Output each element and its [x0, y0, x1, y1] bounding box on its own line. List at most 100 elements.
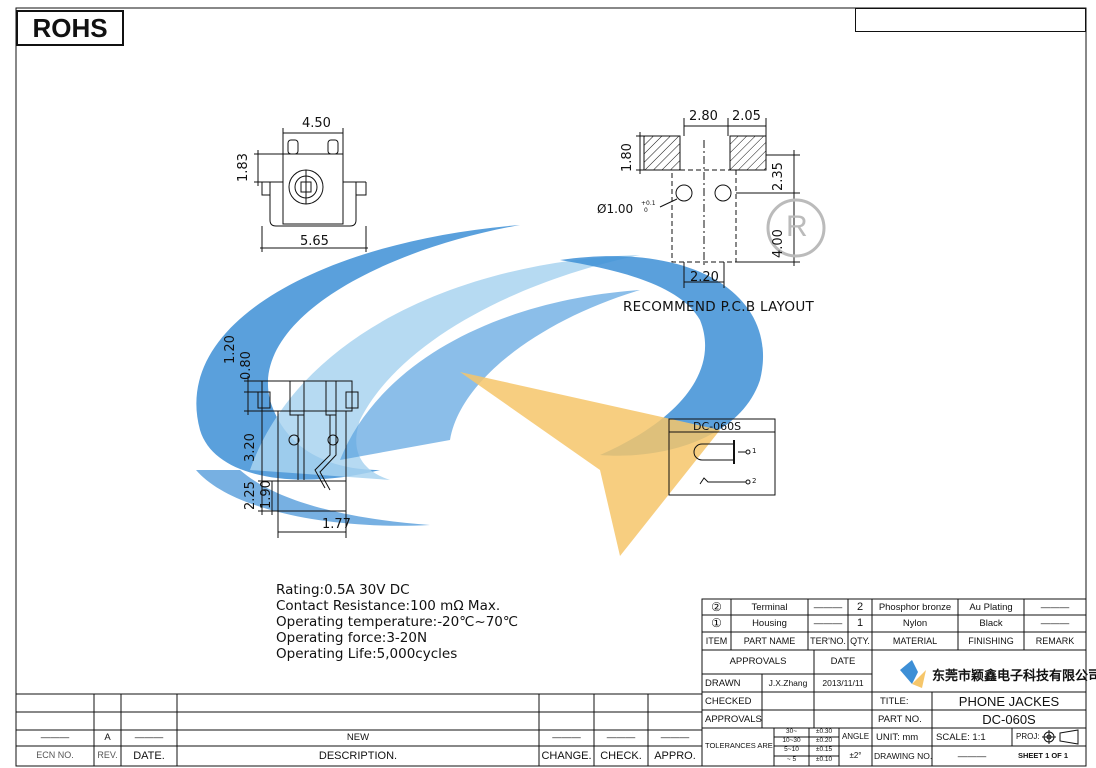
tb-tol-value: ±0.30 — [815, 728, 833, 735]
rev-header-change: CHANGE. — [541, 750, 592, 762]
tb-part-no-label: PART NO. — [878, 714, 922, 725]
rev-check: ——— — [606, 732, 636, 743]
rev-header-rev: REV. — [97, 750, 118, 760]
bom-header-remark: REMARK — [1035, 636, 1075, 646]
pcb-hole-label: Ø1.00 — [597, 202, 634, 216]
schematic-pin2: 2 — [752, 477, 757, 485]
tb-tol-range: ~ 5 — [786, 756, 797, 763]
tb-title-label: TITLE: — [880, 696, 909, 707]
front-dim-top: 4.50 — [302, 116, 331, 131]
pcb-hole-tol-minus: 0 — [644, 207, 648, 214]
front-dim-left: 1.83 — [236, 153, 251, 182]
company-name: 东莞市颖鑫电子科技有限公司 — [932, 669, 1096, 684]
rev-rev: A — [104, 732, 111, 743]
spec-line: Rating:0.5A 30V DC — [276, 582, 410, 598]
tb-sheet: SHEET 1 OF 1 — [1018, 751, 1069, 760]
bom-item: ② — [711, 600, 722, 614]
tb-tol-range: 10~30 — [782, 737, 801, 744]
registered-mark-icon: R — [786, 210, 808, 243]
pcb-dim-right-bottom: 4.00 — [771, 229, 786, 258]
bom-finishing: Black — [979, 618, 1003, 629]
spec-line: Operating Life:5,000cycles — [276, 646, 458, 662]
pcb-hole-tol-plus: +0.1 — [641, 200, 656, 207]
bom-finishing: Au Plating — [969, 602, 1013, 613]
pcb-dim-a: 2.80 — [689, 109, 718, 124]
specifications: Rating:0.5A 30V DC Contact Resistance:10… — [276, 582, 518, 662]
tb-date-header: DATE — [830, 656, 856, 667]
tb-unit: UNIT: mm — [876, 732, 919, 743]
rev-change: ——— — [552, 732, 581, 743]
tb-drawing-no: DRAWING NO. — [874, 751, 933, 761]
spec-line: Operating temperature:-20℃~70℃ — [276, 614, 519, 630]
rohs-badge: ROHS — [16, 10, 124, 46]
tb-angle: ANGLE — [841, 732, 870, 741]
side-dim-190: 1.90 — [259, 480, 274, 509]
tb-part-no: DC-060S — [982, 712, 1036, 727]
bom-header-ter-no: TER'NO. — [810, 636, 846, 646]
bom-header-item: ITEM — [705, 636, 728, 646]
front-dim-bottom: 5.65 — [300, 234, 329, 249]
tb-tol-value: ±0.20 — [815, 737, 833, 744]
rev-header-description: DESCRIPTION. — [318, 750, 398, 762]
bom-part-name: Terminal — [751, 602, 788, 613]
schematic-title: DC-060S — [693, 420, 742, 433]
tb-proj: PROJ: — [1016, 732, 1040, 741]
rev-description: NEW — [346, 732, 370, 743]
tb-tol-range: 5~10 — [784, 746, 799, 753]
side-dim-177: 1.77 — [322, 517, 351, 532]
tb-tol-value: ±0.15 — [815, 746, 833, 753]
front-view — [254, 128, 368, 252]
schematic-pin1: 1 — [752, 447, 757, 455]
company-logo — [900, 660, 926, 688]
tb-angle-value: ±2° — [849, 751, 862, 760]
bom-material: Nylon — [902, 618, 928, 629]
bom-ter-no: ——— — [813, 618, 843, 629]
bom-header-finishing: FINISHING — [968, 636, 1014, 646]
bom-qty: 1 — [856, 617, 864, 629]
bom-ter-no: ——— — [813, 602, 843, 613]
tb-drawing-no-value: ——— — [957, 751, 987, 762]
pcb-dim-right-top: 2.35 — [771, 162, 786, 191]
pcb-dim-b: 2.05 — [732, 109, 761, 124]
pcb-dim-left: 1.80 — [620, 143, 635, 172]
tb-title: PHONE JACKES — [958, 694, 1060, 709]
rev-header-check: CHECK. — [600, 750, 642, 762]
tb-tol-range: 30~ — [785, 728, 798, 735]
bom-qty: 2 — [856, 601, 864, 613]
rev-header-ecn: ECN NO. — [36, 750, 74, 760]
rev-header-date: DATE. — [133, 750, 165, 762]
tb-scale: SCALE: 1:1 — [936, 732, 986, 743]
side-dim-320: 3.20 — [243, 433, 258, 462]
tb-approvals2: APPROVALS — [705, 714, 762, 725]
tb-approvals: APPROVALS — [729, 656, 787, 667]
rev-header-appro: APPRO. — [654, 750, 696, 762]
watermark-logo — [196, 225, 764, 556]
side-view — [244, 376, 359, 538]
rev-date: ——— — [134, 732, 164, 743]
pcb-dim-bottom: 2.20 — [690, 270, 719, 285]
tb-checked: CHECKED — [705, 696, 752, 707]
side-dim-080: 0.80 — [239, 351, 254, 380]
bom-item: ① — [711, 616, 722, 630]
rev-appro: ——— — [660, 732, 690, 743]
side-dim-120: 1.20 — [223, 335, 238, 364]
bom-material: Phosphor bronze — [878, 602, 952, 613]
side-dim-225: 2.25 — [243, 481, 258, 510]
title-header-box — [855, 8, 1086, 32]
tb-tol-value: ±0.10 — [815, 756, 833, 763]
title-block-grid — [701, 598, 1087, 767]
tb-drawn: DRAWN — [705, 678, 741, 689]
pcb-layout — [636, 118, 826, 288]
bom-part-name: Housing — [752, 618, 787, 629]
bom-header-qty: QTY. — [850, 636, 870, 646]
tb-drawn-by: J.X.Zhang — [768, 678, 808, 688]
projection-symbol-icon — [1042, 729, 1079, 745]
tb-drawn-date: 2013/11/11 — [822, 678, 864, 688]
spec-line: Operating force:3-20N — [276, 630, 428, 646]
bom-remark: ——— — [1040, 602, 1070, 613]
revision-table-grid — [16, 693, 702, 766]
bom-remark: ——— — [1040, 618, 1070, 629]
schematic-symbol — [668, 418, 776, 496]
bom-header-part-name: PART NAME — [743, 636, 796, 646]
